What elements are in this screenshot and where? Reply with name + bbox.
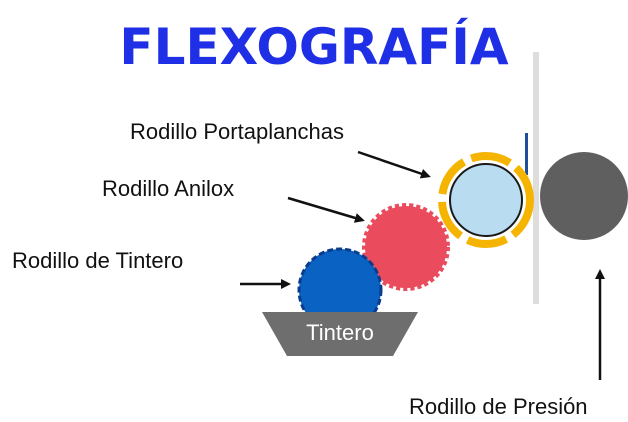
ink-tray (262, 312, 418, 356)
plate-roller-label: Rodillo Portaplanchas (130, 119, 344, 144)
plate-marker (525, 133, 528, 175)
fountain-roller-label: Rodillo de Tintero (12, 248, 183, 273)
ink-tray-label: Tintero (306, 320, 374, 345)
plate-roller-arrow (357, 150, 431, 179)
impression-roller (540, 152, 628, 240)
anilox-roller-core (370, 211, 442, 283)
impression-roller-label: Rodillo de Presión (409, 394, 588, 419)
diagram-title: FLEXOGRAFÍA (119, 17, 508, 76)
substrate-line (533, 52, 539, 304)
plate-roller (449, 163, 523, 237)
anilox-roller-label: Rodillo Anilox (102, 176, 234, 201)
anilox-roller-arrow (287, 196, 365, 223)
